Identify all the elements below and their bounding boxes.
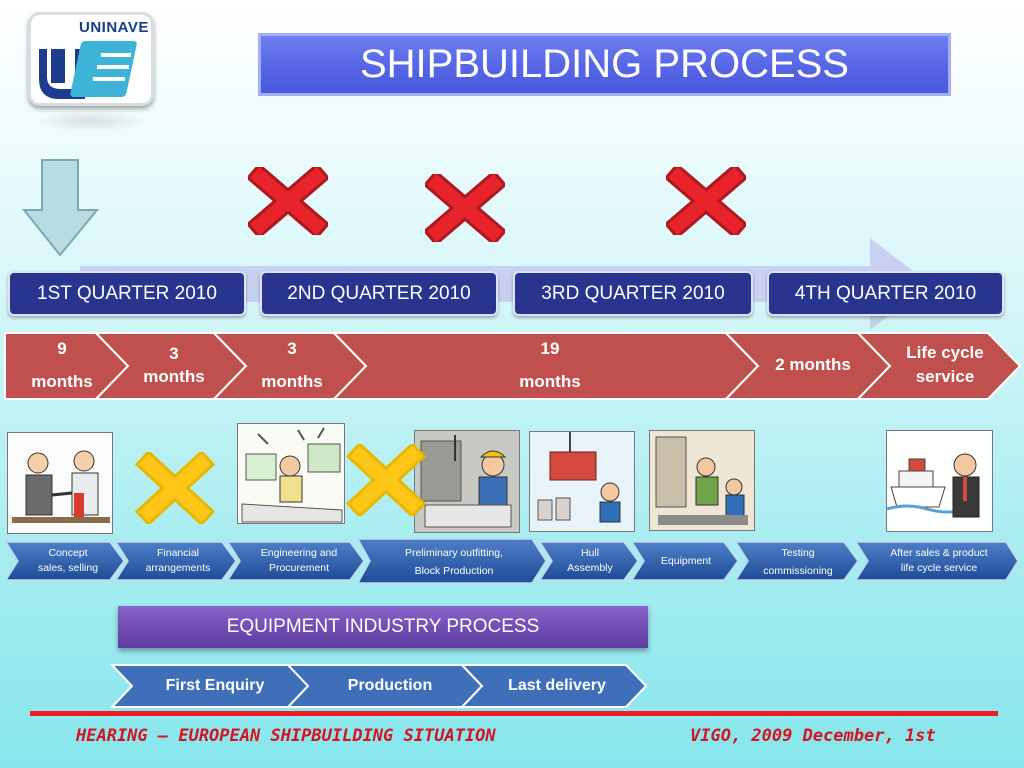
process-step-1: Concept sales, selling	[20, 546, 116, 576]
process-chevron	[356, 538, 547, 584]
process-step-line: Equipment	[660, 555, 712, 567]
process-chevron	[226, 541, 365, 581]
business-meeting-cartoon	[8, 433, 112, 533]
process-step-2: Financial arrangements	[130, 546, 226, 576]
process-band	[4, 538, 1019, 584]
process-step-line: Testing	[781, 547, 815, 559]
process-chevron	[734, 541, 859, 581]
process-step-line: Block Production	[414, 565, 494, 577]
timeline-arrow	[80, 238, 930, 330]
page-title: SHIPBUILDING PROCESS	[258, 33, 951, 96]
process-chevron	[854, 541, 1019, 581]
cruise-ship-cartoon	[887, 431, 992, 531]
months-value: 9	[57, 339, 67, 358]
process-step-line: sales, selling	[37, 562, 99, 574]
process-step-line: life cycle service	[900, 562, 978, 574]
months-label-3: 3 months	[250, 339, 334, 392]
process-step-line: Financial	[156, 547, 200, 559]
logo-icon	[39, 41, 137, 99]
process-step-6: Equipment	[644, 554, 728, 569]
process-chevron	[114, 541, 237, 581]
red-x-icon	[666, 167, 746, 235]
logo-reflection	[32, 110, 150, 132]
footer-divider	[30, 711, 998, 716]
process-step-line: Preliminary outfitting,	[404, 547, 504, 559]
logo-text: UNINAVE	[79, 19, 149, 36]
process-chevron	[630, 541, 739, 581]
process-step-line: Assembly	[567, 562, 613, 574]
quarter-3: 3RD QUARTER 2010	[513, 271, 753, 316]
months-label-2: 3 months	[132, 344, 216, 387]
process-step-line: Concept	[48, 547, 88, 559]
business-meeting-picture	[7, 432, 113, 534]
process-step-line: Procurement	[268, 562, 330, 574]
process-step-3: Engineering and Procurement	[244, 546, 354, 576]
equipment-workers-cartoon	[650, 431, 754, 530]
equipment-chevron	[459, 664, 648, 708]
months-unit: service	[915, 367, 975, 386]
equipment-process-band	[110, 664, 648, 708]
months-band	[4, 332, 1022, 400]
months-unit: months	[143, 367, 205, 386]
process-step-line: arrangements	[145, 562, 211, 574]
engineering-office-cartoon	[238, 424, 344, 523]
down-arrow-icon	[22, 159, 100, 257]
months-value: 2 months	[775, 355, 851, 374]
uninave-logo: UNINAVE	[28, 12, 154, 106]
yellow-x-icon	[135, 452, 215, 524]
months-value: Life cycle	[906, 343, 984, 362]
equipment-step-1: First Enquiry	[165, 677, 265, 694]
process-step-line: Engineering and	[260, 547, 338, 559]
process-step-line: commissioning	[763, 565, 833, 577]
months-label-6: Life cycle service	[890, 343, 1000, 387]
process-step-4: Preliminary outfitting, Block Production	[378, 544, 530, 580]
red-x-icon	[248, 167, 328, 235]
months-unit: months	[261, 372, 323, 391]
engineering-office-picture	[237, 423, 345, 524]
process-step-line: After sales & product	[890, 547, 988, 559]
footer-right-text: VIGO, 2009 December, 1st	[690, 726, 936, 746]
equipment-industry-title: EQUIPMENT INDUSTRY PROCESS	[118, 606, 648, 648]
red-x-icon	[425, 174, 505, 242]
months-segment	[855, 332, 1022, 400]
hull-assembly-picture	[529, 431, 635, 532]
footer-left-text: HEARING – EUROPEAN SHIPBUILDING SITUATIO…	[76, 726, 496, 746]
months-value: 3	[169, 344, 179, 363]
quarter-1: 1ST QUARTER 2010	[8, 271, 246, 316]
process-chevron	[4, 541, 125, 581]
yellow-x-icon	[346, 444, 426, 516]
months-unit: months	[519, 372, 581, 391]
equipment-workers-picture	[649, 430, 755, 531]
process-step-8: After sales & product life cycle service	[866, 546, 1012, 576]
quarter-2: 2ND QUARTER 2010	[260, 271, 498, 316]
months-label-4: 19 months	[500, 339, 600, 392]
block-production-cartoon	[415, 431, 519, 532]
process-step-7: Testing commissioning	[748, 544, 848, 580]
equipment-step-3: Last delivery	[508, 677, 606, 694]
process-chevron	[538, 541, 639, 581]
equipment-step-2: Production	[347, 677, 433, 694]
hull-assembly-cartoon	[530, 432, 634, 531]
months-value: 19	[540, 339, 560, 358]
months-unit: months	[31, 372, 93, 391]
process-step-line: Hull	[580, 547, 600, 559]
process-step-5: Hull Assembly	[552, 546, 628, 576]
quarter-4: 4TH QUARTER 2010	[767, 271, 1004, 316]
months-label-1: 9 months	[20, 339, 104, 392]
cruise-ship-picture	[886, 430, 993, 532]
months-value: 3	[287, 339, 297, 358]
block-production-picture	[414, 430, 520, 533]
months-label-5: 2 months	[760, 355, 866, 375]
